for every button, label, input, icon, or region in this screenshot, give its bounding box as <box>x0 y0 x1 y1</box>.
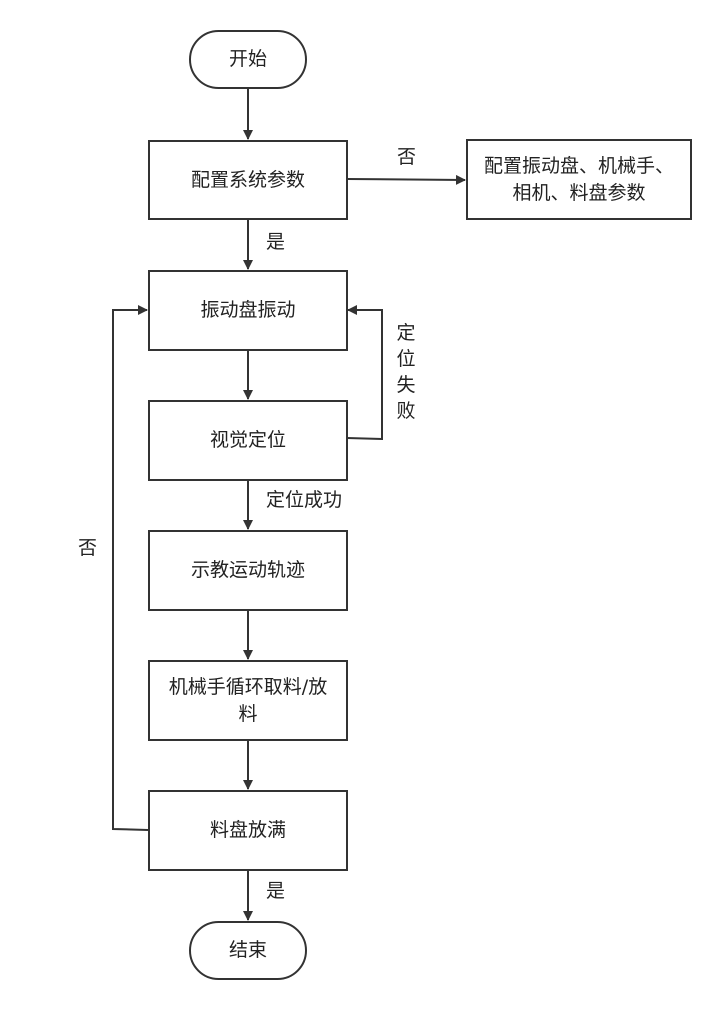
robot-label: 机械手循环取料/放料 <box>168 675 328 725</box>
label-no-config: 否 <box>397 146 417 168</box>
label-no-full: 否 <box>78 537 98 559</box>
arrow-config-sub <box>346 174 466 185</box>
start-label: 开始 <box>228 48 267 70</box>
vision-node: 视觉定位 <box>148 400 348 481</box>
robot-node: 机械手循环取料/放料 <box>148 660 348 741</box>
config-sub-node: 配置振动盘、机械手、相机、料盘参数 <box>466 139 692 220</box>
label-locate-ok: 定位成功 <box>266 489 343 511</box>
label-locate-fail: 定位失败 <box>396 322 416 422</box>
config-label: 配置系统参数 <box>190 168 305 191</box>
config-node: 配置系统参数 <box>148 140 348 220</box>
config-sub-label: 配置振动盘、机械手、相机、料盘参数 <box>483 154 674 204</box>
full-label: 料盘放满 <box>209 819 286 841</box>
arrow-vision-fail-loop <box>346 305 383 441</box>
vision-label: 视觉定位 <box>209 429 286 451</box>
full-node: 料盘放满 <box>148 790 348 871</box>
start-node: 开始 <box>189 30 307 89</box>
end-node: 结束 <box>189 921 307 980</box>
teach-node: 示教运动轨迹 <box>148 530 348 611</box>
label-yes-full: 是 <box>266 880 286 902</box>
vibrate-node: 振动盘振动 <box>148 270 348 351</box>
vibrate-label: 振动盘振动 <box>200 299 296 321</box>
teach-label: 示教运动轨迹 <box>190 559 305 581</box>
arrow-full-no-loop <box>112 305 149 831</box>
end-label: 结束 <box>228 939 267 961</box>
label-yes-config: 是 <box>266 231 286 253</box>
